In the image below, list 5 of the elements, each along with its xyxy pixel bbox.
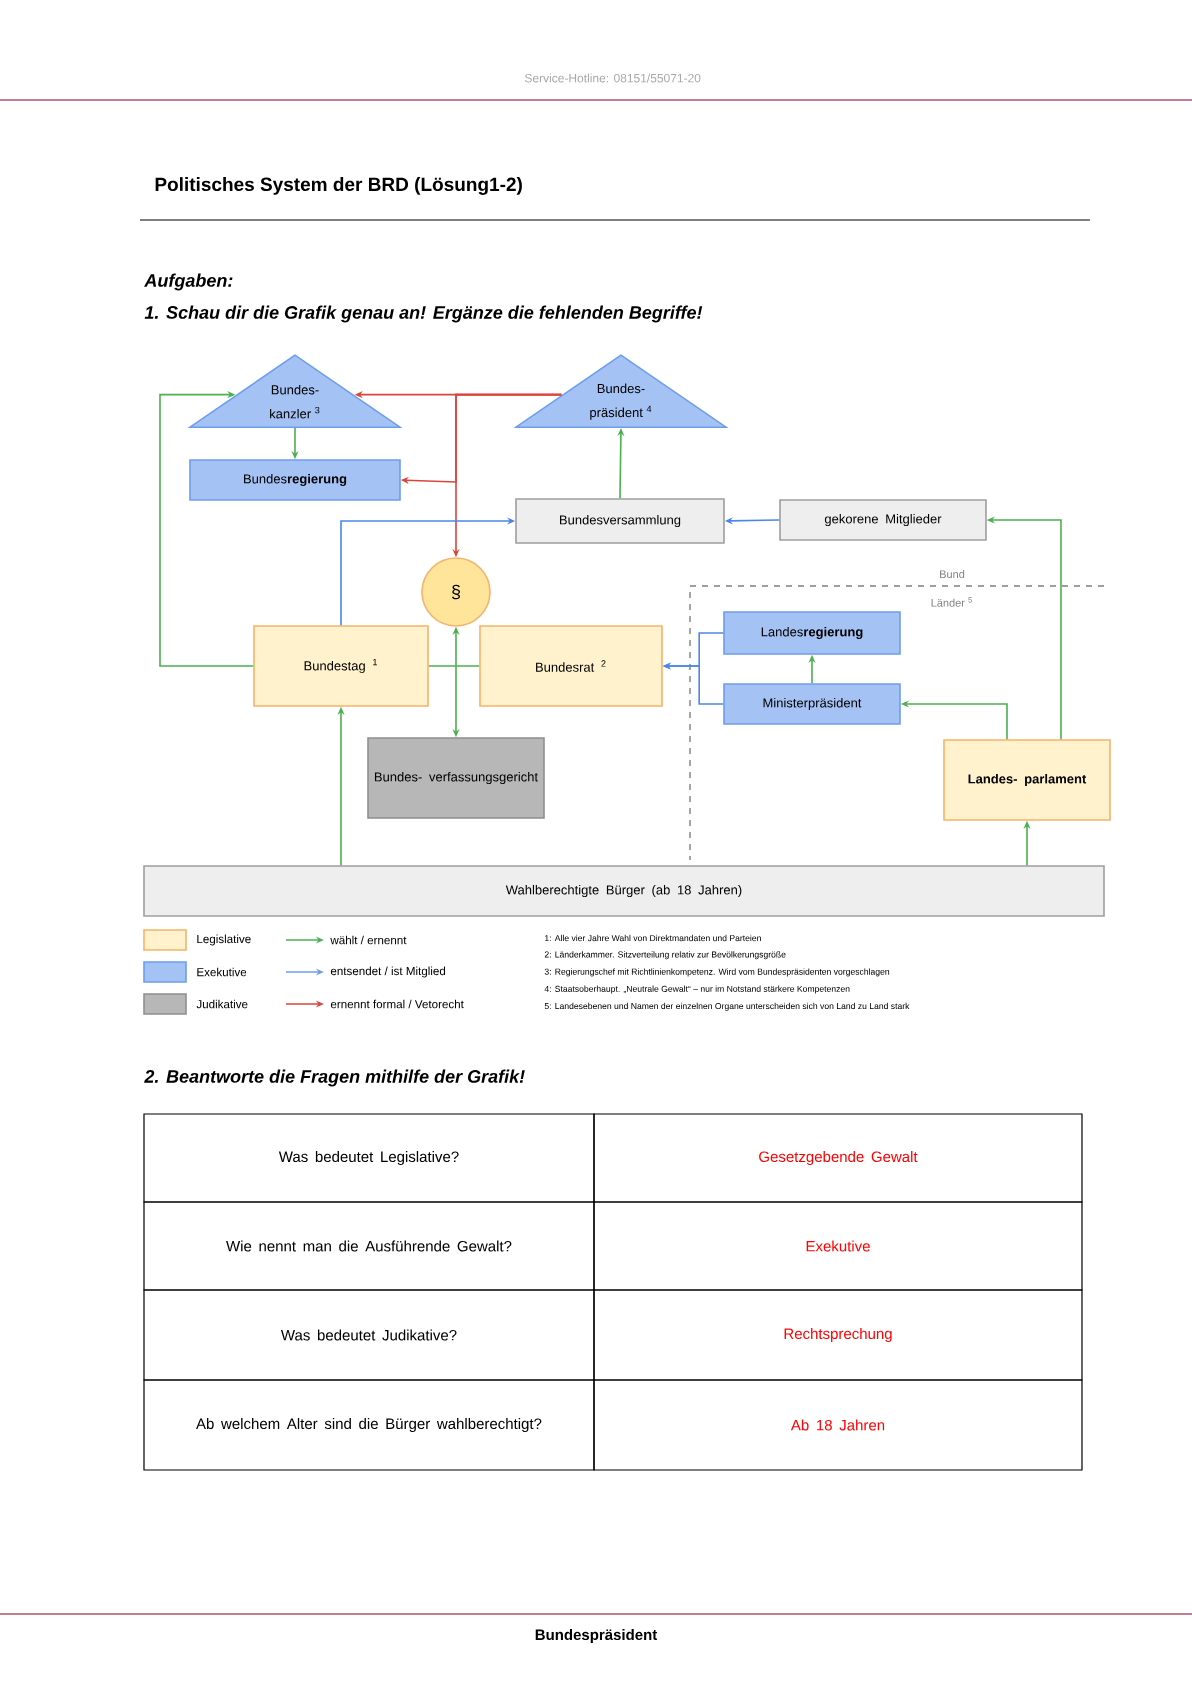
arrow xyxy=(159,391,254,667)
task-heading: Aufgaben: xyxy=(144,273,233,291)
task-text: 1. Schau dir die Grafik genau an! Ergänze die fehlenden Begriffe! xyxy=(144,305,703,323)
title: Politisches System der BRD (Lösung1-2) xyxy=(155,177,522,195)
task-text: 2. Beantworte die Fragen mithilfe der Grafik! xyxy=(144,1069,525,1087)
